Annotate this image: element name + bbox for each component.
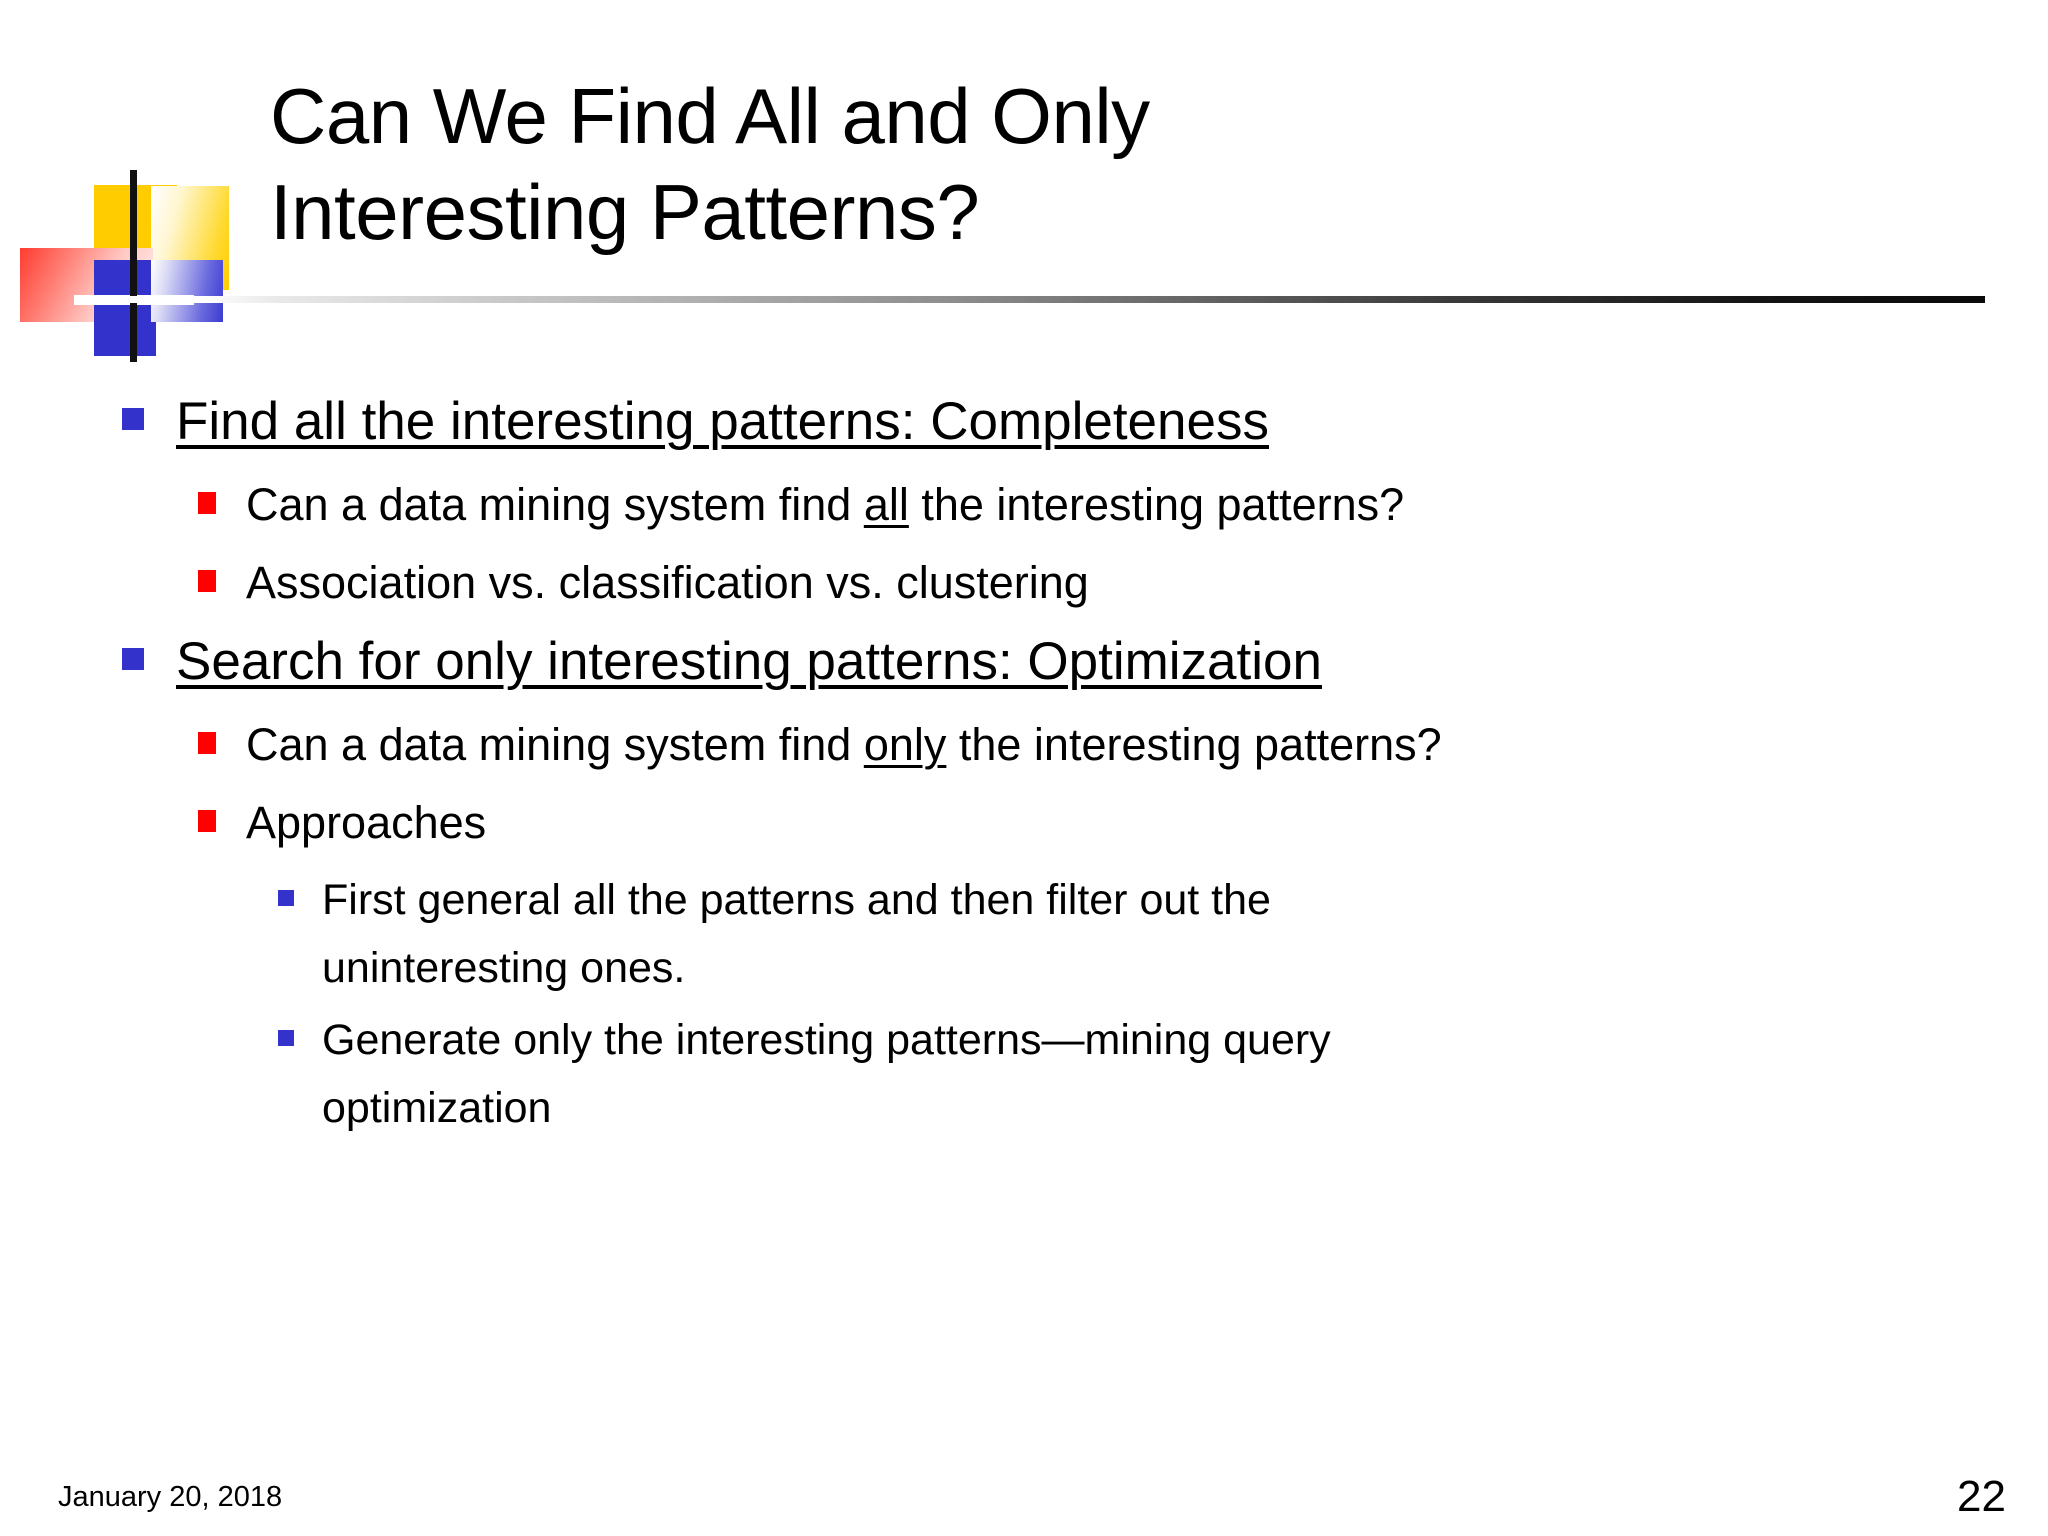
red-square-bullet-icon — [198, 810, 216, 832]
red-square-bullet-icon — [198, 570, 216, 592]
bullet-text-part: the interesting patterns? — [908, 479, 1405, 530]
blue-square-icon — [94, 260, 156, 356]
list-item: Find all the interesting patterns: Compl… — [122, 386, 2048, 458]
bullet-text-part: Can a data mining system find — [246, 479, 864, 530]
bullet-text: Can a data mining system find all the in… — [246, 470, 1404, 540]
bullet-text: Find all the interesting patterns: Compl… — [176, 392, 1269, 451]
bullet-text: First general all the patterns and then … — [322, 876, 1271, 992]
footer-date: January 20, 2018 — [58, 1481, 283, 1513]
slide-page-number: 22 — [1957, 1472, 2006, 1521]
list-item: Generate only the interesting patterns—m… — [278, 1006, 2048, 1142]
bullet-text: Can a data mining system find only the i… — [246, 710, 1442, 780]
bullet-text: Association vs. classification vs. clust… — [246, 557, 1089, 608]
bullet-text-emphasis: all — [863, 479, 909, 530]
list-item: Approaches — [198, 788, 2048, 858]
bullet-text-emphasis: only — [863, 719, 947, 770]
bullet-text: Approaches — [246, 797, 487, 848]
red-square-bullet-icon — [198, 732, 216, 754]
bullet-text-part: the interesting patterns? — [946, 719, 1442, 770]
decorative-logo — [0, 160, 300, 370]
bullet-text-part: Can a data mining system find — [246, 719, 864, 770]
blue-gradient-square-icon — [151, 260, 223, 322]
list-item: First general all the patterns and then … — [278, 866, 2048, 1002]
page-title: Can We Find All and Only Interesting Pat… — [270, 68, 1830, 260]
bullet-text: Generate only the interesting patterns—m… — [322, 1016, 1331, 1132]
blue-square-bullet-icon — [122, 648, 144, 670]
blue-square-bullet-icon — [122, 408, 144, 430]
vertical-rule-icon — [130, 170, 137, 362]
list-item: Can a data mining system find only the i… — [198, 710, 2048, 780]
list-item: Search for only interesting patterns: Op… — [122, 626, 2048, 698]
bullet-text: Search for only interesting patterns: Op… — [176, 632, 1322, 691]
title-divider — [86, 296, 1985, 303]
blue-square-bullet-icon — [278, 1030, 294, 1046]
bullet-list: Find all the interesting patterns: Compl… — [0, 386, 2048, 1146]
list-item: Association vs. classification vs. clust… — [198, 548, 2048, 618]
blue-square-bullet-icon — [278, 890, 294, 906]
title-line-1: Can We Find All and Only — [270, 72, 1150, 160]
list-item: Can a data mining system find all the in… — [198, 470, 2048, 540]
red-square-bullet-icon — [198, 492, 216, 514]
title-line-2: Interesting Patterns? — [270, 168, 980, 256]
